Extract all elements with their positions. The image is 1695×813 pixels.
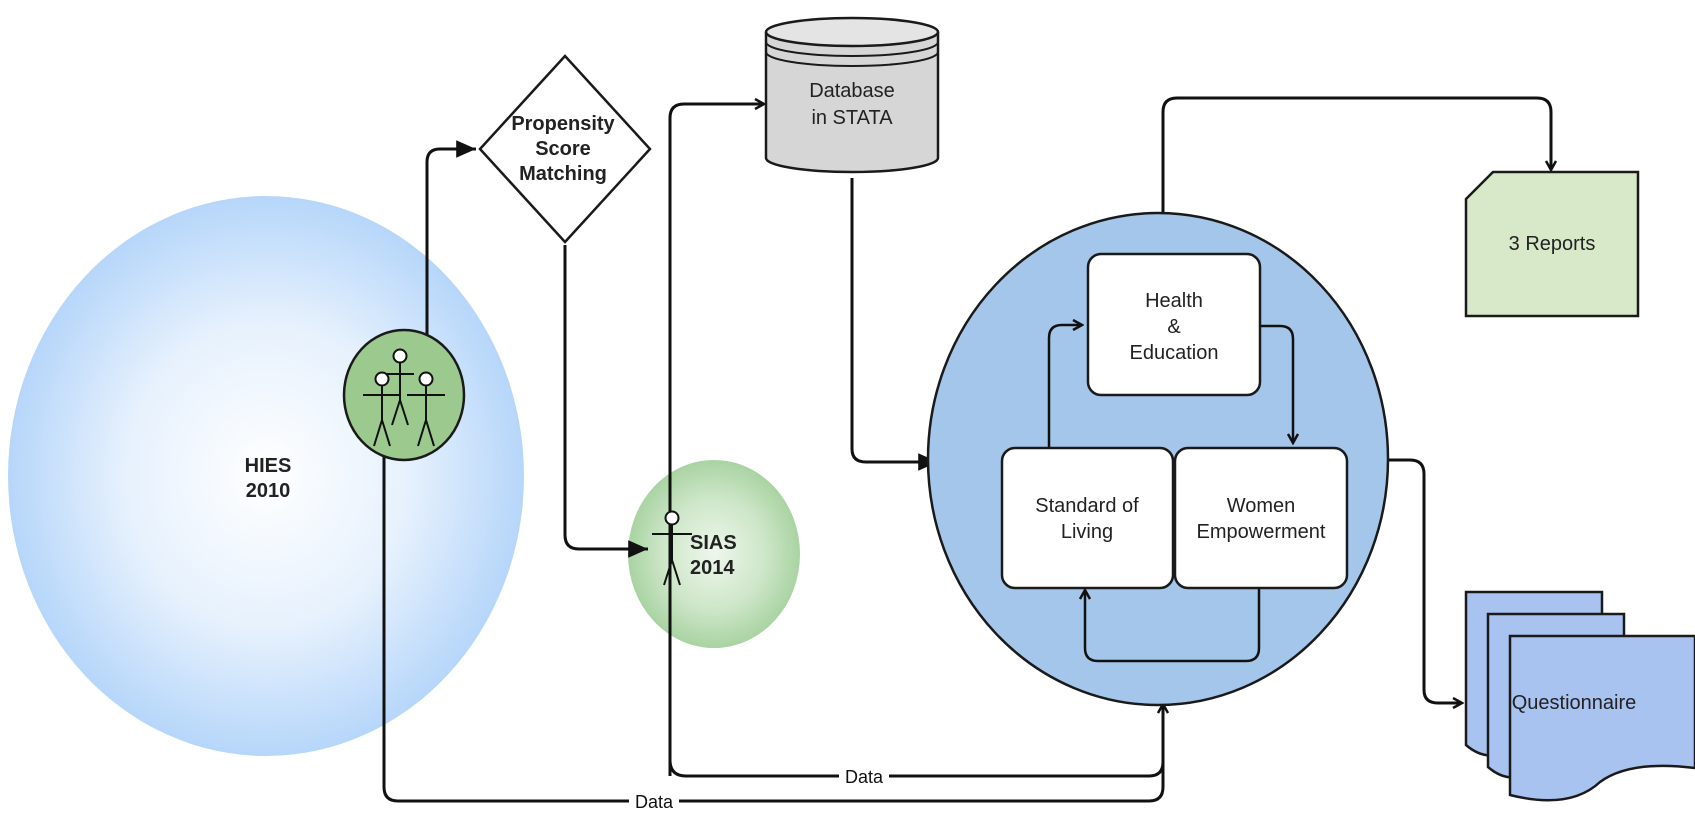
edge-women-to-standard	[1085, 586, 1261, 663]
psm-label-line1: Propensity	[511, 113, 615, 135]
data-label-upper: Data	[839, 765, 889, 787]
edge-hies-data-to-ellipse	[382, 456, 1165, 803]
propensity-score-matching-node: Propensity Score Matching	[478, 54, 652, 244]
hies-label-line2: 2010	[246, 480, 291, 502]
edge-ellipse-to-reports	[1161, 96, 1551, 214]
edge-health-to-women	[1256, 324, 1293, 443]
standard-of-living-box: Standard of Living	[1000, 446, 1175, 590]
user-icon	[652, 510, 692, 586]
edge-psm-to-sias	[563, 245, 648, 558]
edge-sias-data-to-ellipse	[668, 704, 1163, 778]
questionnaire-label: Questionnaire	[1512, 692, 1637, 714]
women-label-line2: Empowerment	[1197, 521, 1326, 543]
health-education-box: Health & Education	[1086, 252, 1262, 397]
edge-ellipse-to-questionnaire	[1388, 458, 1462, 703]
hies-2010-node: HIES 2010	[8, 196, 524, 756]
health-label-line1: Health	[1145, 290, 1203, 312]
women-label-line1: Women	[1227, 495, 1296, 517]
questionnaire-node: Questionnaire	[1464, 590, 1695, 802]
database-stata-node: Database in STATA	[764, 16, 940, 174]
hies-label-line1: HIES	[245, 455, 292, 477]
data-label-lower-text: Data	[635, 792, 674, 812]
connectors	[382, 96, 1551, 803]
health-label-line2: &	[1167, 316, 1181, 338]
sias-2014-node: SIAS 2014	[628, 460, 800, 648]
dimensions-container-node: Health & Education Standard of Living Wo…	[926, 211, 1390, 707]
edge-standard-to-health	[1047, 325, 1082, 447]
database-label-line2: in STATA	[811, 107, 893, 129]
reports-label: 3 Reports	[1509, 233, 1596, 255]
user-group-icon	[363, 348, 445, 447]
data-label-lower: Data	[629, 790, 679, 812]
psm-label-line2: Score	[535, 138, 591, 160]
health-label-line3: Education	[1130, 342, 1219, 364]
actor-group-node	[342, 328, 466, 462]
standard-label-line1: Standard of	[1035, 495, 1139, 517]
edge-sias-to-database	[668, 104, 764, 776]
reports-node: 3 Reports	[1464, 170, 1640, 318]
sias-label-line2: 2014	[690, 557, 735, 579]
women-empowerment-box: Women Empowerment	[1173, 446, 1349, 590]
psm-label-line3: Matching	[519, 163, 607, 185]
database-label-line1: Database	[809, 80, 895, 102]
sias-label-line1: SIAS	[690, 532, 737, 554]
edge-actors-to-psm	[425, 140, 476, 338]
edge-database-to-ellipse	[850, 178, 938, 471]
standard-label-line2: Living	[1061, 521, 1113, 543]
data-label-upper-text: Data	[845, 767, 884, 787]
